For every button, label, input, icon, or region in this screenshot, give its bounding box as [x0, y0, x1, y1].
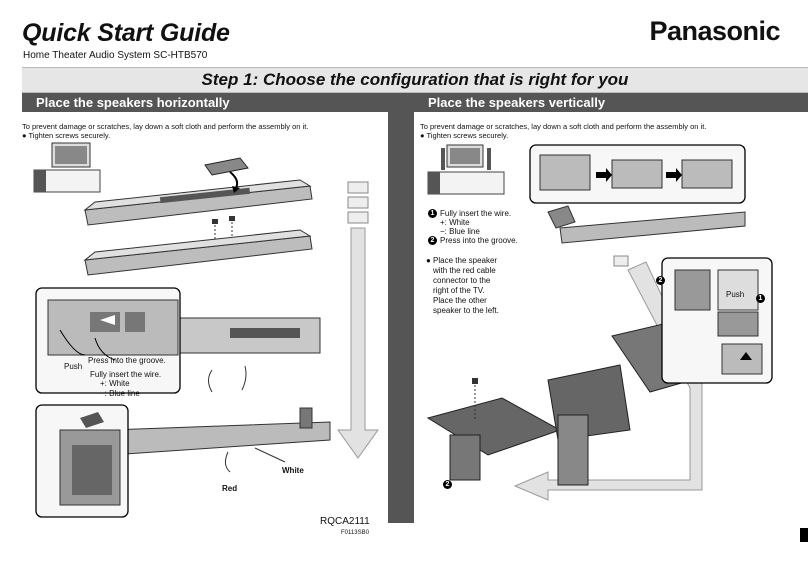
placement-line: ● Place the speaker	[426, 256, 498, 265]
progress-arrow-left	[337, 181, 379, 459]
callout-1: 1	[756, 290, 768, 308]
left-care-note: To prevent damage or scratches, lay down…	[22, 122, 309, 131]
step-text: Fully insert the wire.	[440, 209, 512, 218]
speaker-bar-bottom	[109, 407, 331, 473]
section-heading-vertical: Place the speakers vertically	[414, 93, 808, 112]
document-subcode: F0113SB0	[341, 530, 369, 536]
step-text: Press into the groove.	[440, 236, 518, 245]
right-care-note: To prevent damage or scratches, lay down…	[420, 122, 707, 131]
tv-illustration-left	[33, 142, 101, 193]
minus-blue-label-left: −: Blue line	[100, 389, 140, 398]
right-screw-note: ● Tighten screws securely.	[420, 131, 509, 140]
placement-line: with the red cable	[433, 266, 496, 275]
speaker-bar-1	[83, 179, 313, 226]
placement-instructions: ● Place the speaker with the red cable c…	[426, 256, 499, 316]
push-label-right: Push	[726, 290, 745, 299]
section-heading-horizontal: Place the speakers horizontally	[22, 93, 388, 112]
step-number-1: 1	[428, 209, 437, 219]
document-code: RQCA2111	[320, 516, 370, 527]
placement-line: Place the other	[433, 296, 487, 305]
right-zoom-box	[661, 257, 773, 384]
tv-illustration-right	[427, 144, 505, 195]
model-subtitle: Home Theater Audio System SC-HTB570	[23, 50, 208, 61]
heading-text: Place the speakers horizontally	[36, 95, 230, 110]
vertical-zoom-box	[529, 144, 746, 204]
step-title: Step 1: Choose the configuration that is…	[201, 70, 629, 89]
placement-line: connector to the	[433, 276, 491, 285]
left-screw-note: ● Tighten screws securely.	[22, 131, 111, 140]
press-groove-label-left: Press into the groove.	[88, 356, 166, 365]
edge-mark	[800, 528, 808, 542]
red-label: Red	[222, 484, 238, 493]
step-bar: Step 1: Choose the configuration that is…	[22, 67, 808, 93]
insert-wire-label-left: Fully insert the wire.	[90, 370, 162, 379]
callout-2: 2	[656, 272, 668, 290]
speaker-bar-2	[83, 229, 313, 276]
placement-line: speaker to the left.	[433, 306, 499, 315]
heading-text: Place the speakers vertically	[428, 95, 606, 110]
page-title: Quick Start Guide	[22, 19, 230, 47]
placement-line: right of the TV.	[433, 286, 485, 295]
section-divider	[388, 93, 414, 523]
bracket-piece	[204, 157, 249, 193]
minus-blue-label-right: −: Blue line	[440, 227, 480, 236]
brand-logo: Panasonic	[649, 16, 780, 46]
plus-white-label-left: +: White	[100, 379, 130, 388]
white-label: White	[282, 466, 304, 475]
step-number-2: 2	[428, 236, 437, 246]
speaker-bar-3	[159, 317, 321, 393]
push-label-left: Push	[64, 362, 83, 371]
wiring-zoom-box	[35, 287, 181, 394]
screw-zoom-box	[35, 404, 129, 518]
speaker-bar-vertical-setup	[547, 205, 746, 244]
plus-white-label-right: +: White	[440, 218, 470, 227]
callout-2-bottom: 2	[443, 476, 455, 494]
stand-with-speaker	[426, 364, 631, 486]
